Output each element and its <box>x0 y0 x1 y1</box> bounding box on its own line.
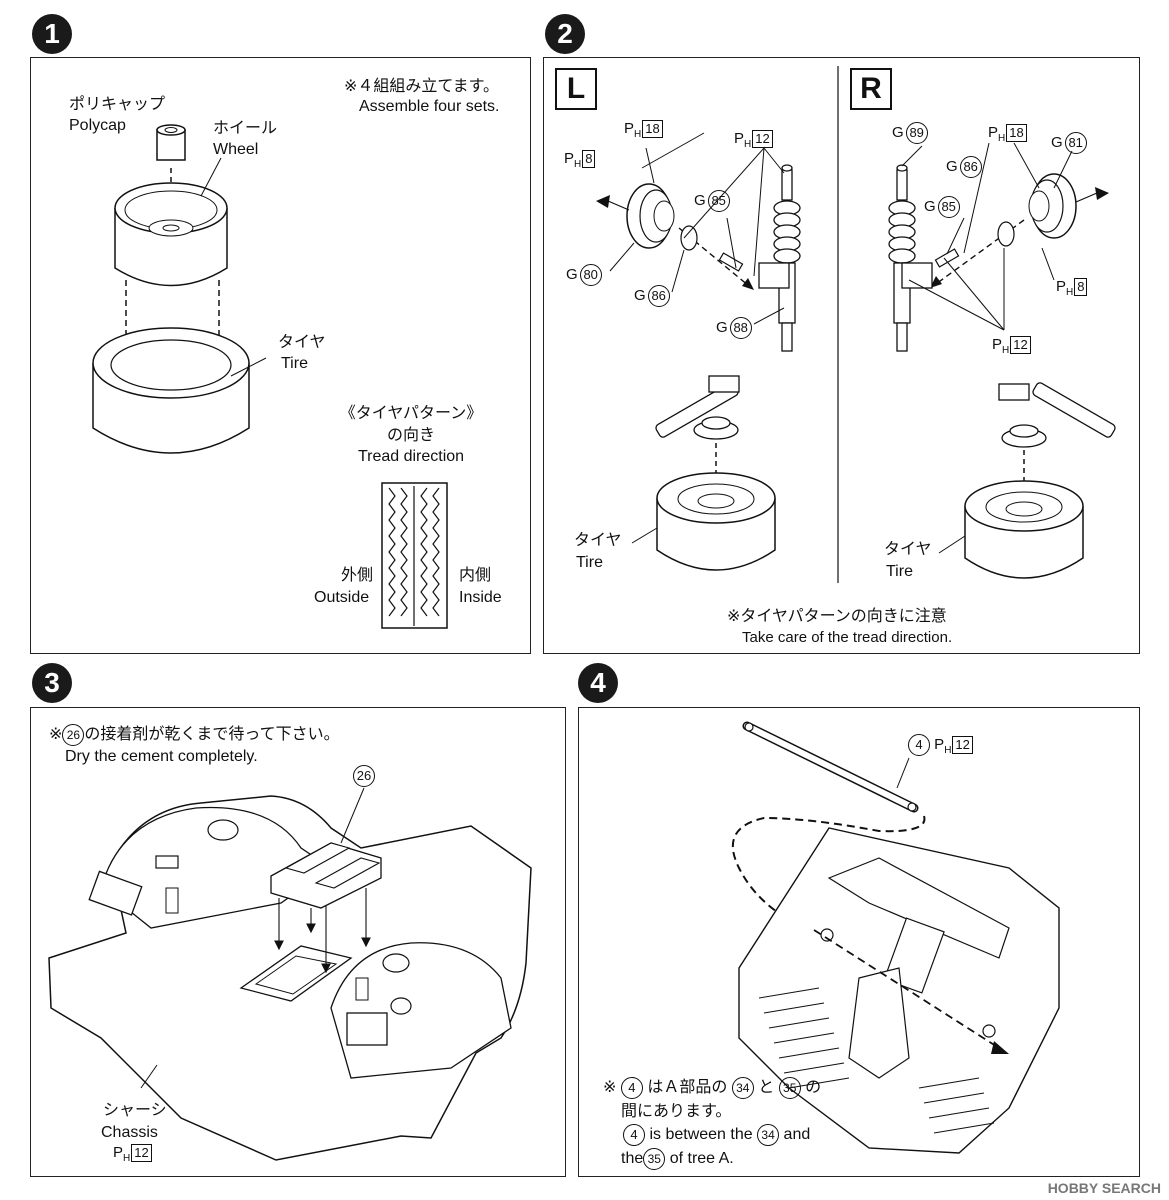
tread-direction-en: Tread direction <box>357 448 465 465</box>
wheel-label-en: Wheel <box>213 141 259 158</box>
inside-label-jp: 内側 <box>459 567 492 584</box>
tread-direction-sub-jp: の向き <box>386 427 435 444</box>
tread-caution-jp: ※タイヤパターンの向きに注意 <box>727 608 947 625</box>
right-tire-label-jp: タイヤ <box>884 541 932 558</box>
tread-caution-en: Take care of the tread direction. <box>742 629 953 646</box>
tire-label-jp: タイヤ <box>278 334 326 351</box>
note-en-part-34: 34 <box>757 1124 780 1146</box>
step-4-number: 4 <box>578 663 618 703</box>
right-tire-label-en: Tire <box>886 563 913 580</box>
part-26-label: 26 <box>351 765 375 787</box>
step-1-number: 1 <box>32 14 72 54</box>
left-tire-label-jp: タイヤ <box>574 532 622 549</box>
left-tire-label-en: Tire <box>576 554 603 571</box>
note-part-35: 35 <box>778 1077 801 1099</box>
outside-label-jp: 外側 <box>341 567 374 584</box>
note-part-34: 34 <box>731 1077 754 1099</box>
chassis-label-jp: シャーシ <box>103 1102 167 1119</box>
location-note-line2: 間にあります。 <box>621 1103 732 1120</box>
left-side-badge: L <box>555 68 597 110</box>
step-2-number: 2 <box>545 14 585 54</box>
tire-label-en: Tire <box>281 355 308 372</box>
inside-label-en: Inside <box>459 589 502 606</box>
step-3-illustration <box>48 787 532 1161</box>
step-3-number: 3 <box>32 663 72 703</box>
cement-note-part-26: 26 <box>62 724 85 746</box>
watermark: HOBBY SEARCH <box>1047 1180 1161 1196</box>
assemble-note-en: Assemble four sets. <box>359 98 500 115</box>
right-side-badge: R <box>850 68 892 110</box>
step-1-illustration <box>92 124 448 629</box>
wheel-label-jp: ホイール <box>213 120 278 137</box>
location-note-en-line1: 4 is between the 34 and <box>623 1124 810 1146</box>
step-2-illustration <box>596 66 1116 583</box>
step-4-illustration <box>731 721 1060 1154</box>
assemble-note-jp: ※４組組み立てます。 <box>344 78 500 95</box>
chassis-label-en: Chassis <box>101 1124 158 1141</box>
polycap-label-en: Polycap <box>69 117 126 134</box>
note-en-part-4: 4 <box>623 1124 645 1146</box>
location-note-line1: ※ 4 はＡ部品の 34 と 35 の <box>603 1077 821 1099</box>
cement-note-en: Dry the cement completely. <box>65 748 258 765</box>
tread-direction-title-jp: 《タイヤパターン》 <box>339 405 483 422</box>
step-1-panel: ※４組組み立てます。 Assemble four sets. ポリキャップ Po… <box>30 57 531 654</box>
note-en-part-35: 35 <box>643 1148 666 1170</box>
outside-label-en: Outside <box>314 589 370 606</box>
note-part-4: 4 <box>620 1077 643 1099</box>
polycap-label-jp: ポリキャップ <box>69 96 166 113</box>
